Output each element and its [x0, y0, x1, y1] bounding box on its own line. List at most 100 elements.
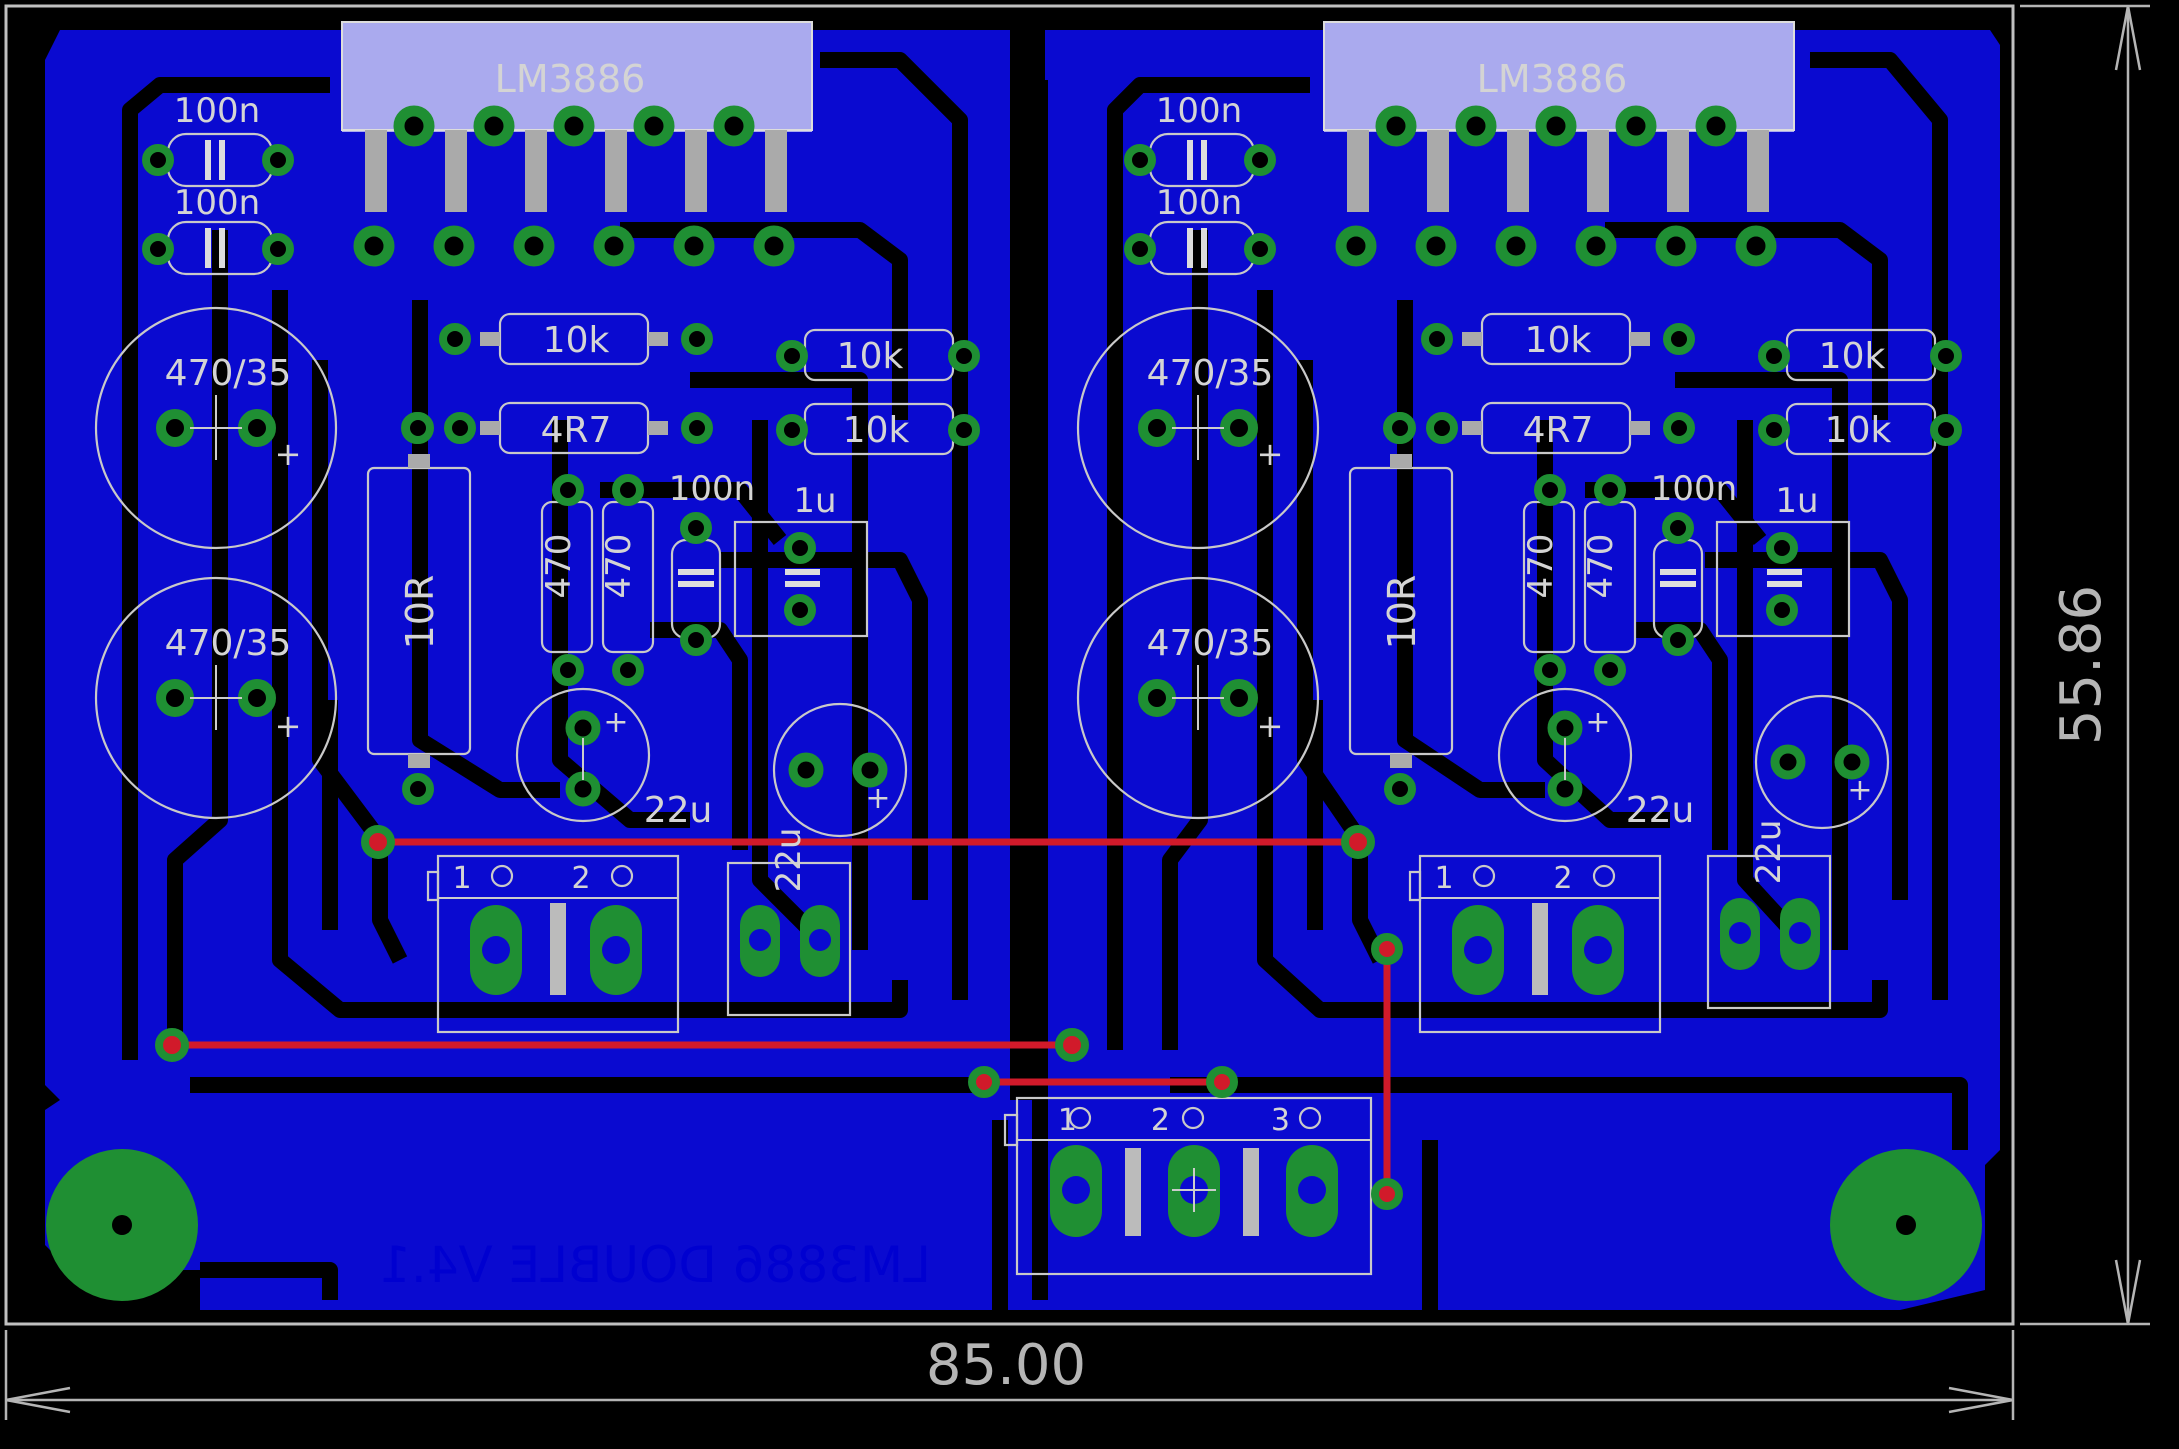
feedback-resistor-1: 470 — [1521, 474, 1576, 686]
ic-outline — [341, 21, 813, 131]
electrolytic-1-plus: + — [603, 705, 628, 740]
electrolytic-2-plus: + — [1847, 773, 1872, 808]
power-cap-1-plus: + — [1257, 435, 1284, 473]
electrolytic-2-plus: + — [865, 781, 890, 816]
small-cap-1-label: 100n — [174, 91, 260, 131]
ic-pins — [1347, 130, 1769, 212]
input-connector: 22u — [1706, 820, 1832, 1010]
width-dimension-label: 85.00 — [926, 1333, 1086, 1398]
electrolytic-1-label: 22u — [1626, 790, 1695, 831]
power-cap-2-label: 470/35 — [165, 623, 292, 664]
resistor-10k-b: 10k — [776, 328, 980, 382]
top-traces — [168, 838, 1391, 1198]
power-cap-1: 470/35 + — [94, 306, 338, 550]
power-connector-pin2: 2 — [1151, 1103, 1170, 1138]
resistor-10k-a-label: 10k — [543, 320, 610, 361]
dimension-height — [2020, 4, 2150, 1326]
speaker-connector-pin2: 2 — [571, 861, 590, 896]
ic-pins — [365, 130, 787, 212]
power-cap-2-label: 470/35 — [1147, 623, 1274, 664]
small-cap-1-label: 100n — [1156, 91, 1242, 131]
isolation-channels — [122, 52, 1968, 1310]
electrolytic-1: + 22u — [1497, 687, 1695, 831]
ic-label: LM3886 — [1477, 57, 1628, 101]
speaker-connector-pin1: 1 — [452, 861, 471, 896]
power-connector: 1 2 3 — [1003, 1096, 1373, 1276]
input-connector: 22u — [726, 828, 852, 1017]
resistor-10k-a: 10k — [1421, 312, 1695, 366]
power-cap-1: 470/35 + — [1076, 306, 1320, 550]
film-cap-label: 100n — [669, 469, 755, 509]
power-cap-2: 470/35 + — [94, 576, 338, 820]
resistor-4r7-label: 4R7 — [541, 410, 612, 451]
input-connector-label: 22u — [769, 828, 809, 893]
power-cap-2: 470/35 + — [1076, 576, 1320, 820]
ic-outline — [1323, 21, 1795, 131]
small-cap-1: 100n — [1124, 91, 1276, 188]
small-cap-2-label: 100n — [174, 183, 260, 223]
electrolytic-1-label: 22u — [644, 790, 713, 831]
board-outline — [4, 4, 2015, 1326]
small-cap-2: 100n — [142, 183, 294, 276]
input-cap-label: 1u — [1775, 481, 1818, 521]
feedback-resistor-2-label: 470 — [599, 534, 639, 599]
feedback-resistor-2-label: 470 — [1581, 534, 1621, 599]
small-cap-2-label: 100n — [1156, 183, 1242, 223]
resistor-4r7-label: 4R7 — [1523, 410, 1594, 451]
ic-pads — [353, 105, 795, 267]
resistor-10k-c: 10k — [1758, 402, 1962, 456]
resistor-10k-b-label: 10k — [837, 336, 904, 377]
height-dimension-label: 55.86 — [2049, 585, 2114, 745]
resistor-10k-c-label: 10k — [1825, 410, 1892, 451]
power-cap-1-plus: + — [275, 435, 302, 473]
dimension-width — [4, 1330, 2015, 1420]
ic-pads — [1335, 105, 1777, 267]
power-cap-2-plus: + — [275, 707, 302, 745]
power-resistor-label: 10R — [1380, 575, 1424, 650]
film-cap: 100n — [669, 469, 755, 656]
resistor-10k-a-label: 10k — [1525, 320, 1592, 361]
small-cap-1: 100n — [142, 91, 294, 188]
vias — [968, 933, 1403, 1210]
input-cap: 1u — [1715, 481, 1851, 638]
speaker-connector: 1 2 — [426, 854, 680, 1034]
board-label: LM3886 DOUBLE V4.1 — [379, 1236, 931, 1294]
channel-left: LM3886 100n — [94, 21, 1089, 1062]
feedback-resistor-1-label: 470 — [1521, 534, 1561, 599]
electrolytic-2: + — [772, 702, 908, 838]
power-cap-2-plus: + — [1257, 707, 1284, 745]
channel-right: LM3886 100n — [1076, 21, 1962, 1034]
power-resistor: 10R — [366, 412, 472, 805]
ic-label: LM3886 — [495, 57, 646, 101]
electrolytic-1-plus: + — [1585, 705, 1610, 740]
small-cap-2: 100n — [1124, 183, 1276, 276]
feedback-resistor-2: 470 — [1581, 474, 1637, 686]
resistor-10k-a: 10k — [439, 312, 713, 366]
mounting-hole-right — [1830, 1149, 1982, 1301]
electrolytic-2: + — [1754, 694, 1890, 830]
electrolytic-1: + 22u — [515, 687, 713, 831]
feedback-resistor-1-label: 470 — [539, 534, 579, 599]
mounting-hole-left — [46, 1149, 198, 1301]
film-cap: 100n — [1651, 469, 1737, 656]
input-cap-label: 1u — [793, 481, 836, 521]
resistor-10k-b: 10k — [1758, 328, 1962, 382]
feedback-resistor-2: 470 — [599, 474, 655, 686]
speaker-connector-pin1: 1 — [1434, 861, 1453, 896]
resistor-10k-b-label: 10k — [1819, 336, 1886, 377]
feedback-resistor-1: 470 — [539, 474, 594, 686]
input-cap: 1u — [733, 481, 869, 638]
resistor-10k-c-label: 10k — [843, 410, 910, 451]
power-resistor: 10R — [1348, 412, 1454, 805]
power-resistor-label: 10R — [398, 575, 442, 650]
resistor-10k-c: 10k — [776, 402, 980, 456]
power-connector-pin3: 3 — [1271, 1103, 1290, 1138]
speaker-connector: 1 2 — [1408, 854, 1662, 1034]
power-connector-pin1: 1 — [1058, 1103, 1077, 1138]
input-connector-label: 22u — [1749, 820, 1789, 885]
power-cap-1-label: 470/35 — [165, 353, 292, 394]
power-cap-1-label: 470/35 — [1147, 353, 1274, 394]
speaker-connector-pin2: 2 — [1553, 861, 1572, 896]
film-cap-label: 100n — [1651, 469, 1737, 509]
